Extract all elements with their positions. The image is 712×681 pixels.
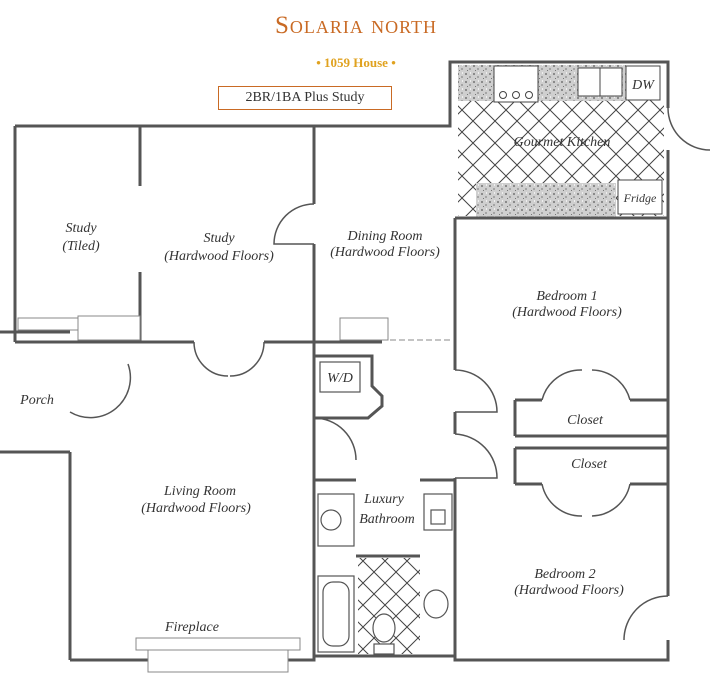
study-tiled-name: Study bbox=[65, 221, 97, 236]
dining-detail: (Hardwood Floors) bbox=[330, 245, 440, 260]
bathroom-fixtures bbox=[317, 493, 453, 655]
study-tiled-detail: (Tiled) bbox=[62, 239, 100, 254]
doors bbox=[69, 107, 711, 641]
windows bbox=[17, 315, 452, 673]
kitchen-name: Gourmet Kitchen bbox=[514, 135, 611, 150]
dishwasher bbox=[625, 65, 661, 101]
stove-burner bbox=[512, 91, 520, 99]
stove bbox=[493, 65, 539, 103]
study-name: Study bbox=[203, 231, 235, 246]
living-name: Living Room bbox=[163, 484, 236, 499]
washer-dryer bbox=[319, 361, 361, 393]
walls bbox=[0, 60, 670, 662]
bedroom1-detail: (Hardwood Floors) bbox=[512, 305, 622, 320]
porch-label: Porch bbox=[19, 393, 54, 408]
plan-title: Solaria north bbox=[274, 12, 438, 39]
stove-burner bbox=[525, 91, 533, 99]
bedroom2-detail: (Hardwood Floors) bbox=[514, 583, 624, 598]
stove-burner bbox=[499, 91, 507, 99]
bedroom2-name: Bedroom 2 bbox=[534, 567, 595, 582]
dishwasher-label: DW bbox=[631, 78, 655, 93]
kitchen-island bbox=[476, 183, 616, 217]
fridge bbox=[617, 179, 663, 215]
living-detail: (Hardwood Floors) bbox=[141, 501, 251, 516]
bedroom1-name: Bedroom 1 bbox=[536, 289, 597, 304]
plan-badge: 2BR/1BA Plus Study bbox=[218, 86, 392, 110]
laundry-label: W/D bbox=[327, 371, 353, 386]
fridge-label: Fridge bbox=[623, 191, 657, 205]
closet1-label: Closet bbox=[567, 413, 604, 428]
dining-name: Dining Room bbox=[346, 229, 422, 244]
fireplace-label: Fireplace bbox=[164, 620, 219, 635]
bathroom-name: Luxury bbox=[363, 492, 404, 507]
closet2-label: Closet bbox=[571, 457, 608, 472]
study-detail: (Hardwood Floors) bbox=[164, 249, 274, 264]
bathroom-detail: Bathroom bbox=[359, 512, 414, 527]
plan-subtitle: • 1059 House • bbox=[316, 55, 396, 70]
